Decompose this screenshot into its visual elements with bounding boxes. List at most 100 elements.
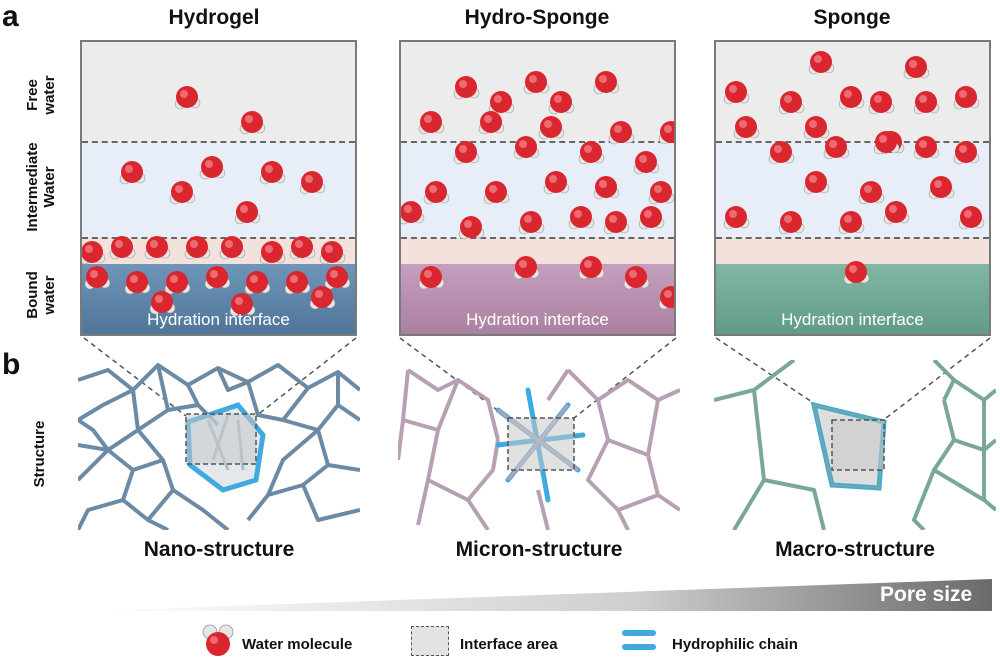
oxygen-atom xyxy=(126,271,148,293)
oxygen-atom xyxy=(146,236,168,258)
hydrophilic-chain-icon xyxy=(622,630,656,650)
oxygen-atom xyxy=(635,151,657,173)
oxygen-atom xyxy=(780,91,802,113)
water-molecules xyxy=(723,51,985,285)
oxygen-atom xyxy=(420,266,442,288)
legend-water-molecule: Water molecule xyxy=(242,636,353,653)
oxygen-atom xyxy=(525,71,547,93)
oxygen-atom xyxy=(261,161,283,183)
oxygen-atom xyxy=(860,181,882,203)
legend-interface-area: Interface area xyxy=(460,636,558,653)
oxygen-atom xyxy=(515,136,537,158)
macro-structure-network xyxy=(714,360,996,530)
oxygen-atom xyxy=(570,206,592,228)
divider-line xyxy=(716,237,989,239)
row-label-structure: Structure xyxy=(31,420,48,488)
oxygen-atom xyxy=(326,266,348,288)
oxygen-atom xyxy=(845,261,867,283)
column-title-sponge: Sponge xyxy=(813,6,891,29)
oxygen-atom xyxy=(595,176,617,198)
oxygen-atom xyxy=(321,241,343,263)
oxygen-atom xyxy=(550,91,572,113)
pore-size-wedge xyxy=(90,579,992,611)
oxygen-atom xyxy=(640,206,662,228)
oxygen-atom xyxy=(540,116,562,138)
divider-line xyxy=(82,141,355,143)
oxygen-atom xyxy=(286,271,308,293)
micron-structure-label: Micron-structure xyxy=(455,538,623,561)
oxygen-atom xyxy=(725,206,747,228)
divider-line xyxy=(401,237,674,239)
oxygen-atom xyxy=(111,236,133,258)
oxygen-atom xyxy=(515,256,537,278)
oxygen-atom xyxy=(885,201,907,223)
column-title-hydrogel: Hydrogel xyxy=(168,6,260,29)
hydrogen-atom xyxy=(673,136,674,140)
oxygen-atom xyxy=(171,181,193,203)
macro-structure-label: Macro-structure xyxy=(775,538,935,561)
oxygen-atom xyxy=(960,206,982,228)
interface-area-icon xyxy=(411,626,449,656)
oxygen-atom xyxy=(236,201,258,223)
oxygen-atom xyxy=(580,141,602,163)
free-water-zone xyxy=(82,42,355,142)
oxygen-atom xyxy=(595,71,617,93)
water-molecules xyxy=(401,71,674,310)
hydrogen-atom xyxy=(673,301,674,305)
oxygen-atom xyxy=(955,141,977,163)
oxygen-atom xyxy=(206,266,228,288)
pore-size-label: Pore size xyxy=(880,583,973,606)
oxygen-atom xyxy=(86,266,108,288)
oxygen-atom xyxy=(186,236,208,258)
oxygen-atom xyxy=(82,241,103,263)
hydration-interface-label: Hydration interface xyxy=(147,310,290,329)
oxygen-atom xyxy=(221,236,243,258)
hydration-interface-label: Hydration interface xyxy=(466,310,609,329)
oxygen-atom xyxy=(915,91,937,113)
oxygen-atom xyxy=(805,116,827,138)
oxygen-atom xyxy=(650,181,672,203)
oxygen-atom xyxy=(460,216,482,238)
oxygen-atom xyxy=(905,56,927,78)
legend: Water molecule Interface area Hydrophili… xyxy=(0,620,1000,664)
oxygen-atom xyxy=(580,256,602,278)
oxygen-atom xyxy=(301,171,323,193)
oxygen-atom xyxy=(825,136,847,158)
oxygen-atom xyxy=(875,131,897,153)
panel-label-a: a xyxy=(2,0,19,33)
oxygen-atom xyxy=(735,116,757,138)
oxygen-atom xyxy=(840,211,862,233)
oxygen-atom xyxy=(311,286,333,308)
oxygen-atom xyxy=(201,156,223,178)
divider-line xyxy=(401,141,674,143)
oxygen-atom xyxy=(810,51,832,73)
oxygen-atom xyxy=(545,171,567,193)
legend-hydrophilic-chain: Hydrophilic chain xyxy=(672,636,798,653)
oxygen-atom xyxy=(870,91,892,113)
oxygen-atom xyxy=(490,91,512,113)
oxygen-atom xyxy=(610,121,632,143)
oxygen-atom xyxy=(840,86,862,108)
oxygen-atom xyxy=(805,171,827,193)
oxygen-atom xyxy=(261,241,283,263)
oxygen-atom xyxy=(485,181,507,203)
oxygen-atom xyxy=(425,181,447,203)
row-label-bound-water: Bound water xyxy=(24,271,58,319)
oxygen-atom xyxy=(915,136,937,158)
oxygen-atom xyxy=(625,266,647,288)
water-molecules xyxy=(82,86,351,317)
oxygen-atom xyxy=(605,211,627,233)
oxygen-atom xyxy=(246,271,268,293)
oxygen-atom xyxy=(401,201,422,223)
hydration-interface-label: Hydration interface xyxy=(781,310,924,329)
row-label-free-water: Free water xyxy=(24,75,58,115)
oxygen-atom xyxy=(455,76,477,98)
oxygen-atom xyxy=(725,81,747,103)
hydro-sponge-panel: Hydration interface xyxy=(399,40,676,336)
oxygen-atom xyxy=(241,111,263,133)
sponge-panel: Hydration interface xyxy=(714,40,991,336)
oxygen-atom xyxy=(291,236,313,258)
oxygen-atom xyxy=(420,111,442,133)
divider-line xyxy=(716,141,989,143)
hydrogel-panel: Hydration interface xyxy=(80,40,357,336)
